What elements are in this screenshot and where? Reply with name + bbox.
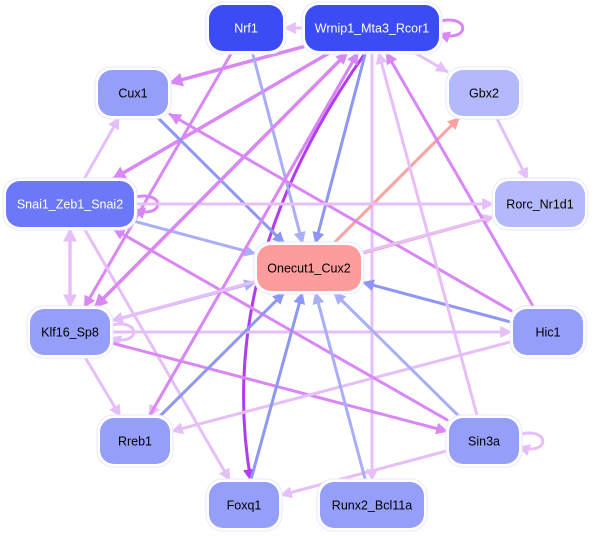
edge-hic1-to-wrnip1 [384,51,536,309]
node-box [495,181,585,227]
edge-sin3a-to-sin3a [515,431,545,456]
node-label: Runx2_Bcl11a [332,499,412,513]
node-label: Foxq1 [227,499,262,513]
node-label: Nrf1 [234,22,258,36]
edge-sin3a-to-snai1 [112,227,449,422]
edge-klf16-to-sin3a [110,341,449,435]
node-label: Hic1 [535,326,560,340]
node-box [449,70,519,116]
node-box [209,5,283,51]
node-onecut1[interactable]: Onecut1_Cux2 [253,241,365,295]
node-snai1[interactable]: Snai1_Zeb1_Snai2 [2,177,138,231]
node-box [6,181,134,227]
node-label: Rreb1 [118,435,152,449]
edge-hic1-to-onecut1 [361,279,513,324]
edge-wrnip1-to-onecut1 [312,51,367,245]
node-wrnip1[interactable]: Wrnip1_Mta3_Rcor1 [301,1,443,55]
node-box [98,70,168,116]
edge-gbx2-to-rorc [495,116,529,181]
edge-wrnip1-to-snai1 [111,51,331,181]
node-runx2[interactable]: Runx2_Bcl11a [316,478,428,532]
node-rorc[interactable]: Rorc_Nr1d1 [491,177,589,231]
node-box [209,482,279,528]
node-box [320,482,424,528]
edge-klf16-to-wrnip1 [93,51,349,309]
edge-rreb1-to-onecut1 [158,291,286,418]
node-cux1[interactable]: Cux1 [94,66,172,120]
node-foxq1[interactable]: Foxq1 [205,478,283,532]
node-gbx2[interactable]: Gbx2 [445,66,523,120]
node-label: Klf16_Sp8 [41,326,99,340]
node-nrf1[interactable]: Nrf1 [205,1,287,55]
node-label: Rorc_Nr1d1 [506,198,573,212]
node-sin3a[interactable]: Sin3a [445,414,523,468]
edge-wrnip1-to-wrnip1 [435,18,465,43]
edge-nrf1-to-onecut1 [251,51,306,245]
node-hic1[interactable]: Hic1 [509,305,587,359]
edge-wrnip1-to-cux1 [168,45,305,87]
node-box [449,418,519,464]
edges-layer [63,18,545,499]
node-klf16[interactable]: Klf16_Sp8 [26,305,114,359]
edge-snai1-to-cux1 [82,116,121,181]
edge-rreb1-to-wrnip1 [147,51,360,418]
edge-sin3a-to-onecut1 [332,291,461,418]
edge-onecut1-to-gbx2 [332,116,461,245]
edge-klf16-to-rreb1 [83,355,122,418]
node-box [30,309,110,355]
edge-runx2-to-onecut1 [312,291,367,482]
node-box [100,418,170,464]
node-label: Onecut1_Cux2 [267,262,350,276]
node-rreb1[interactable]: Rreb1 [96,414,174,468]
edge-wrnip1-to-gbx2 [413,51,449,74]
node-box [513,309,583,355]
node-label: Cux1 [118,87,147,101]
edge-nrf1-to-klf16 [82,51,234,309]
edge-hic1-to-cux1 [168,112,513,313]
node-label: Gbx2 [469,87,499,101]
node-box [305,5,439,51]
node-label: Sin3a [468,435,500,449]
edge-snai1-to-onecut1 [134,220,257,257]
node-box [257,245,361,291]
edge-foxq1-to-onecut1 [249,291,306,482]
node-label: Snai1_Zeb1_Snai2 [17,198,123,212]
node-label: Wrnip1_Mta3_Rcor1 [315,22,429,36]
